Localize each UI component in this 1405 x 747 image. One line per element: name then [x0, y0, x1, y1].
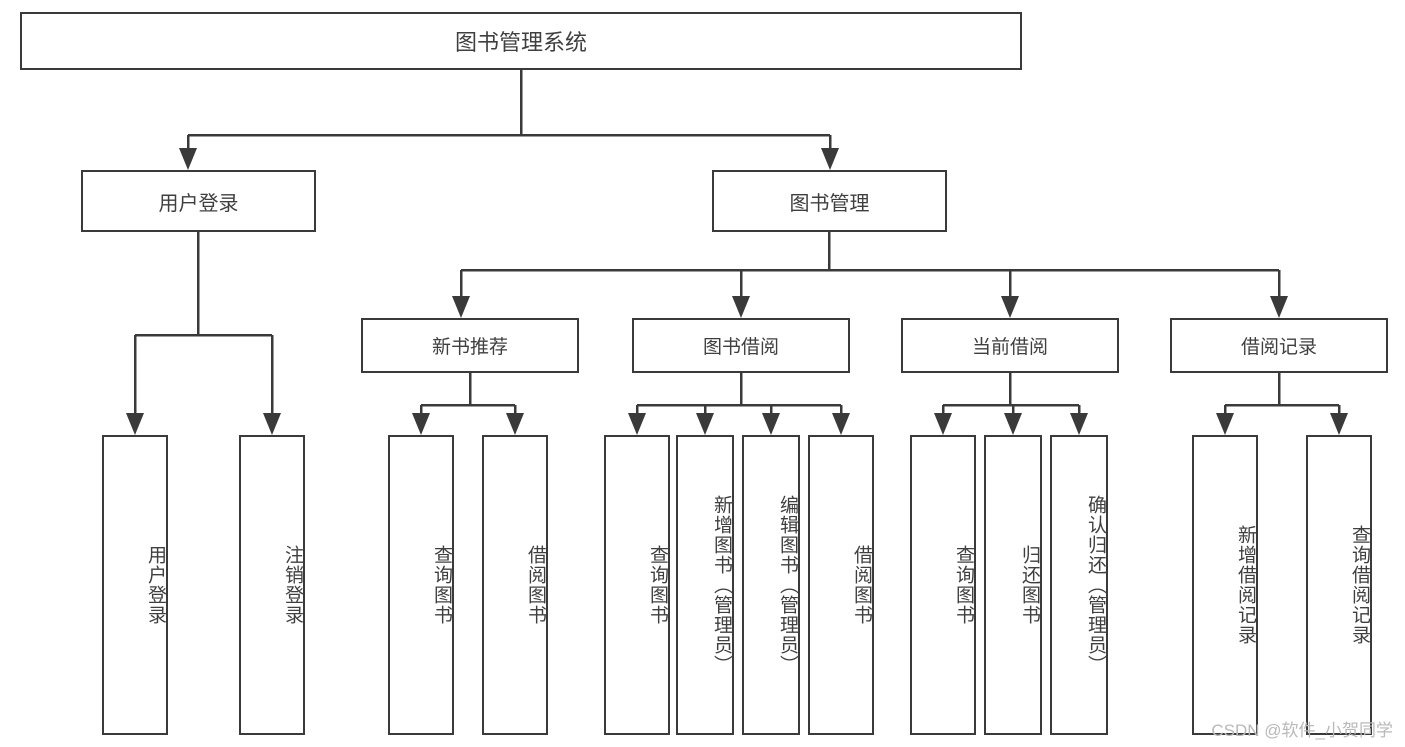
node-label: 图书借阅 — [702, 337, 779, 358]
node-label: 注销登录 — [282, 545, 303, 625]
node-label: 确认归还（管理员） — [1085, 495, 1106, 675]
node-label: 当前借阅 — [971, 337, 1048, 358]
node-leaf-add-record[interactable]: 新增借阅记录 — [1192, 435, 1258, 735]
node-label: 查询图书 — [431, 545, 452, 625]
node-label: 新增借阅记录 — [1235, 525, 1256, 645]
node-leaf-query-book-borrow[interactable]: 查询图书 — [604, 435, 670, 735]
node-leaf-query-record[interactable]: 查询借阅记录 — [1306, 435, 1372, 735]
node-leaf-return-book[interactable]: 归还图书 — [984, 435, 1042, 735]
node-leaf-logout[interactable]: 注销登录 — [239, 435, 305, 735]
node-leaf-borrow-book-rec[interactable]: 借阅图书 — [482, 435, 548, 735]
node-label: 用户登录 — [145, 545, 166, 625]
node-book-borrow[interactable]: 图书借阅 — [632, 318, 850, 373]
node-label: 借阅图书 — [525, 545, 546, 625]
node-label: 查询图书 — [647, 545, 668, 625]
node-current-borrow[interactable]: 当前借阅 — [901, 318, 1119, 373]
node-leaf-confirm-return[interactable]: 确认归还（管理员） — [1050, 435, 1108, 735]
node-new-book-rec[interactable]: 新书推荐 — [361, 318, 579, 373]
node-borrow-record[interactable]: 借阅记录 — [1170, 318, 1388, 373]
node-label: 新增图书（管理员） — [711, 495, 732, 675]
node-leaf-add-book[interactable]: 新增图书（管理员） — [676, 435, 734, 735]
node-label: 新书推荐 — [431, 337, 508, 358]
node-leaf-edit-book[interactable]: 编辑图书（管理员） — [742, 435, 800, 735]
node-label: 编辑图书（管理员） — [777, 495, 798, 675]
node-label: 借阅图书 — [851, 545, 872, 625]
node-label: 查询借阅记录 — [1349, 525, 1370, 645]
node-leaf-borrow-book[interactable]: 借阅图书 — [808, 435, 874, 735]
node-root[interactable]: 图书管理系统 — [20, 12, 1022, 70]
node-label: 图书管理 — [789, 192, 870, 215]
node-user-login[interactable]: 用户登录 — [81, 170, 316, 232]
node-label: 用户登录 — [158, 192, 239, 215]
node-label: 图书管理系统 — [454, 30, 587, 55]
node-book-manage[interactable]: 图书管理 — [712, 170, 947, 232]
node-label: 查询图书 — [953, 545, 974, 625]
node-label: 归还图书 — [1019, 545, 1040, 625]
node-label: 借阅记录 — [1240, 337, 1317, 358]
node-leaf-user-login[interactable]: 用户登录 — [102, 435, 168, 735]
csdn-watermark: CSDN @软件_小贺同学 — [1211, 721, 1393, 740]
node-leaf-query-book-rec[interactable]: 查询图书 — [388, 435, 454, 735]
node-leaf-query-book-cur[interactable]: 查询图书 — [910, 435, 976, 735]
